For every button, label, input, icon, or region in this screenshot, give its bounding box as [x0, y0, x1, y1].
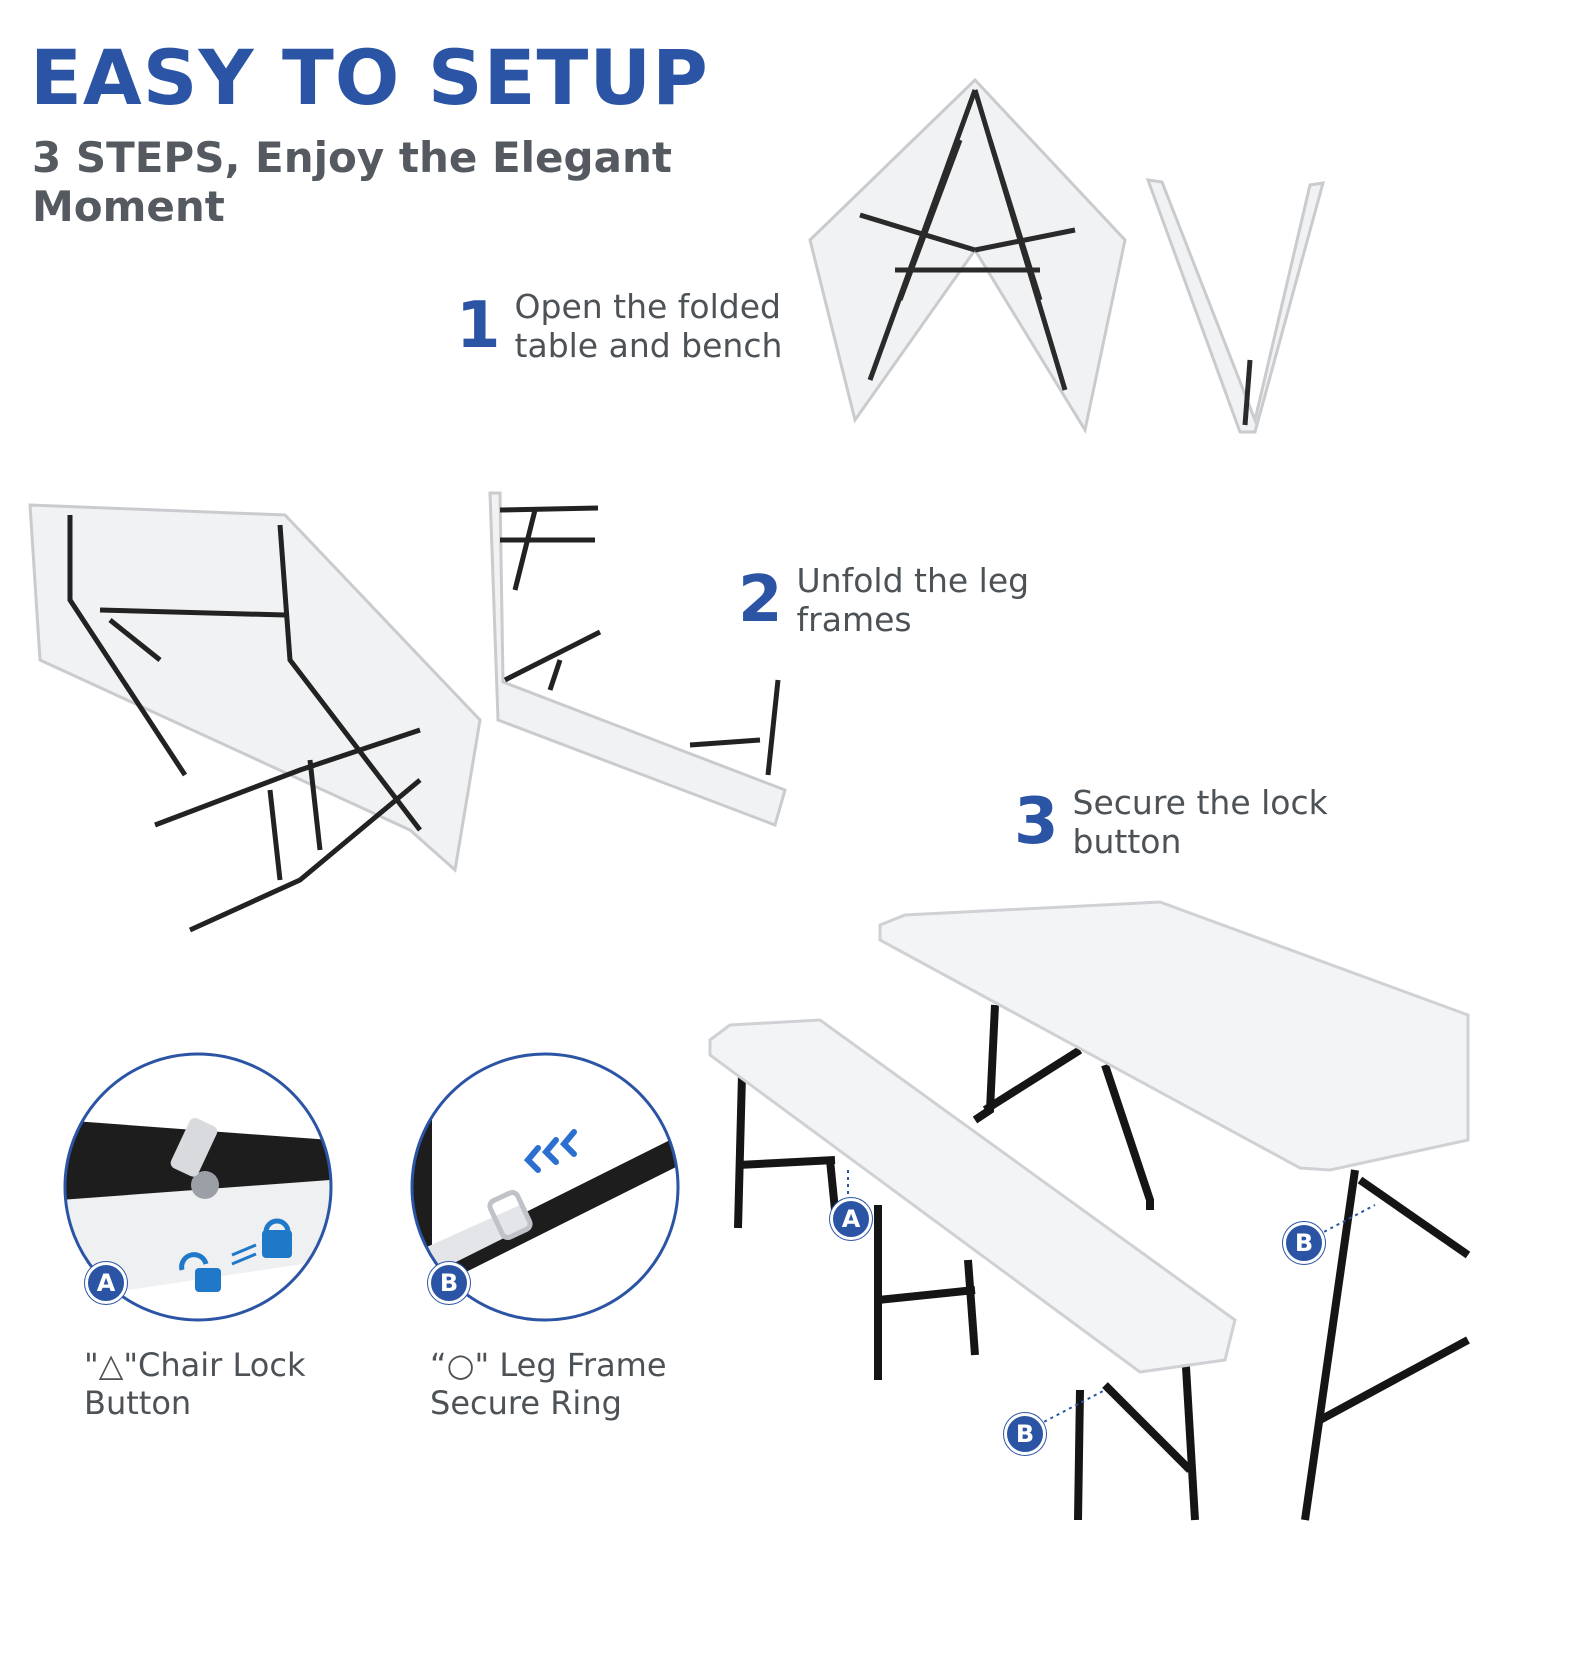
- page-subtitle: 3 STEPS, Enjoy the Elegant Moment: [32, 133, 672, 231]
- detail-b-caption: “○" Leg Frame Secure Ring: [430, 1346, 667, 1423]
- detail-b-caption-line-1: “○" Leg Frame: [430, 1346, 667, 1384]
- lock-icon: [262, 1218, 292, 1258]
- detail-b-caption-line-2: Secure Ring: [430, 1384, 622, 1423]
- detail-b-badge: B: [428, 1262, 470, 1304]
- step-2-line-1: Unfold the leg: [796, 561, 1030, 600]
- page-title: EASY TO SETUP: [30, 33, 709, 122]
- chevrons-left-icon: [523, 1129, 577, 1173]
- step-1-text: Open the folded table and bench: [514, 287, 783, 366]
- unlock-icon: [179, 1252, 221, 1292]
- detail-a-badge: A: [85, 1262, 127, 1304]
- callout-b-table-badge: B: [1283, 1222, 1325, 1264]
- detail-a-caption-line-1: "△"Chair Lock: [84, 1346, 306, 1384]
- detail-a-caption-line-2: Button: [84, 1384, 192, 1423]
- step-2: 2 Unfold the leg frames: [738, 561, 1030, 640]
- step-3-text: Secure the lock button: [1072, 783, 1328, 862]
- step-2-line-2: frames: [796, 599, 912, 639]
- step-1-line-1: Open the folded: [514, 287, 781, 326]
- step-2-number: 2: [738, 563, 783, 637]
- step-3-line-2: button: [1072, 821, 1182, 861]
- swap-arrows-icon: [231, 1243, 257, 1266]
- step-1-number: 1: [456, 289, 501, 363]
- step-1-line-2: table and bench: [514, 325, 783, 365]
- step-2-text: Unfold the leg frames: [796, 561, 1030, 640]
- step-3-line-1: Secure the lock: [1072, 783, 1328, 822]
- step-1: 1 Open the folded table and bench: [456, 287, 783, 366]
- detail-a-caption: "△"Chair Lock Button: [84, 1346, 305, 1423]
- step-3: 3 Secure the lock button: [1014, 783, 1328, 862]
- callout-a-badge: A: [830, 1198, 872, 1240]
- step-3-number: 3: [1014, 785, 1059, 859]
- callout-b-bench-badge: B: [1004, 1413, 1046, 1455]
